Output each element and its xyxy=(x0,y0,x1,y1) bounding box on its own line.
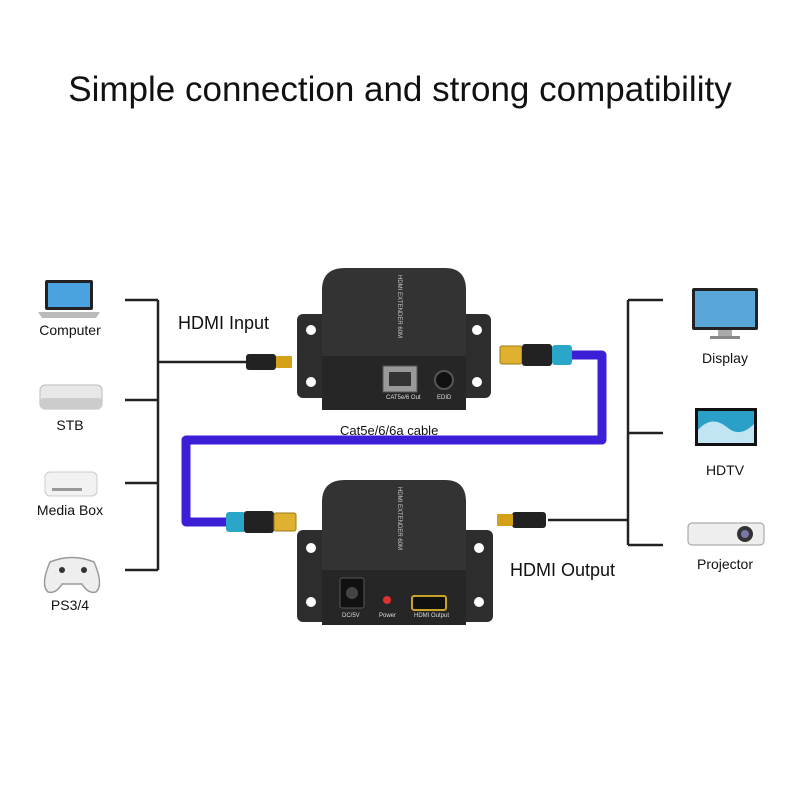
hdmi-output-plug xyxy=(497,512,546,528)
display-icon xyxy=(692,288,758,339)
sink-bus xyxy=(548,298,663,547)
receiver-port-dc-label: DC/5V xyxy=(342,613,360,619)
rj45-plug-top xyxy=(499,344,572,366)
media-box-icon xyxy=(44,471,98,497)
receiver-unit xyxy=(297,480,493,625)
rj45-plug-bottom xyxy=(226,511,297,533)
sink-label-hdtv: HDTV xyxy=(705,462,745,478)
sink-label-display: Display xyxy=(702,350,748,366)
hdtv-icon xyxy=(695,408,757,446)
source-label-ps3-4: PS3/4 xyxy=(50,597,90,613)
cat-cable xyxy=(181,350,607,527)
source-label-stb: STB xyxy=(56,417,84,433)
receiver-top-label: HDMI EXTENDER 60M xyxy=(396,487,402,551)
transmitter-top-label: HDMI EXTENDER 60M xyxy=(396,275,402,339)
computer-icon xyxy=(38,280,100,318)
stb-icon xyxy=(39,384,103,410)
source-label-media-box: Media Box xyxy=(36,502,104,518)
receiver-port-power-label: Power xyxy=(379,613,397,619)
page-title: Simple connection and strong compatibili… xyxy=(68,70,732,109)
hdmi-input-plug xyxy=(246,354,292,370)
transmitter-port-edid-label: EDID xyxy=(437,395,452,401)
gamepad-icon xyxy=(43,556,101,594)
transmitter-unit xyxy=(297,268,491,410)
hdmi-output-label: HDMI Output xyxy=(510,560,616,580)
transmitter-port-cat-label: CAT5e/6 Out xyxy=(386,395,421,401)
source-bus xyxy=(125,298,248,572)
receiver-port-hdmi-label: HDMI Output xyxy=(414,613,450,619)
projector-icon xyxy=(687,522,765,546)
hdmi-input-label: HDMI Input xyxy=(178,313,270,333)
sink-label-projector: Projector xyxy=(696,556,754,572)
source-label-computer: Computer xyxy=(39,322,101,338)
cable-label: Cat5e/6/6a cable xyxy=(340,423,439,438)
